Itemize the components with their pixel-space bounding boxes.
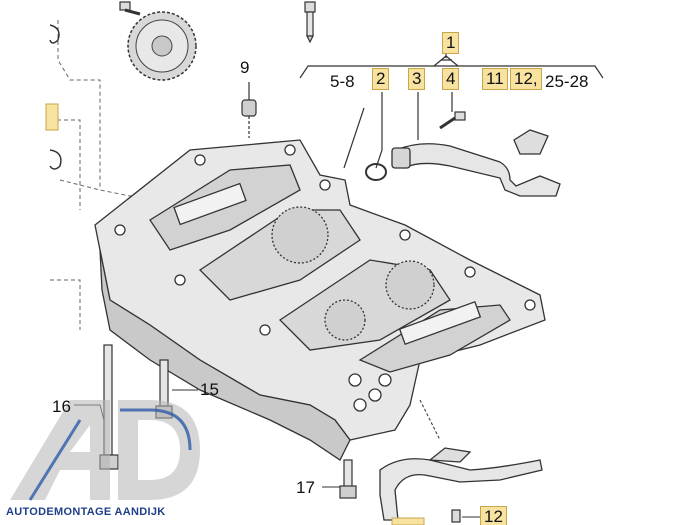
callout-16: 16 (52, 397, 71, 416)
bolt-17-icon (339, 459, 357, 499)
spacer-sleeve-icon (241, 82, 257, 138)
clip-icons (49, 24, 62, 170)
callout-15: 15 (200, 380, 219, 399)
left-leader-lines (50, 20, 151, 330)
callout-12-bottom: 12 (480, 506, 507, 525)
callout-bracket (299, 54, 604, 169)
callout-2: 2 (372, 68, 390, 90)
callout-17: 17 (296, 478, 315, 497)
callout-25-28: 25-28 (545, 72, 589, 91)
left-edge-callout-box (45, 103, 59, 131)
ad-logo (10, 400, 200, 501)
callout-9: 9 (240, 58, 250, 77)
lower-oil-pipe-icon (379, 447, 543, 521)
logo-caption: AUTODEMONTAGE AANDIJK (6, 506, 166, 518)
o-ring-icon (365, 163, 387, 181)
callout-1: 1 (442, 32, 460, 54)
callout-5-8: 5-8 (330, 72, 355, 91)
callout-11: 11 (482, 68, 508, 90)
oil-pickup-pipe-icon (391, 129, 561, 197)
bottom-callout-box (391, 517, 425, 525)
top-bolt-icon (304, 1, 316, 44)
sprocket-gear-icon (127, 11, 197, 81)
callout-12-top: 12, (510, 68, 542, 90)
balance-shaft-housing (94, 139, 546, 461)
pipe-bolt-icon (439, 111, 466, 130)
small-screw-icon (451, 509, 461, 523)
small-bolt-icon (119, 1, 141, 16)
callout-4: 4 (442, 68, 460, 90)
callout-3: 3 (408, 68, 426, 90)
